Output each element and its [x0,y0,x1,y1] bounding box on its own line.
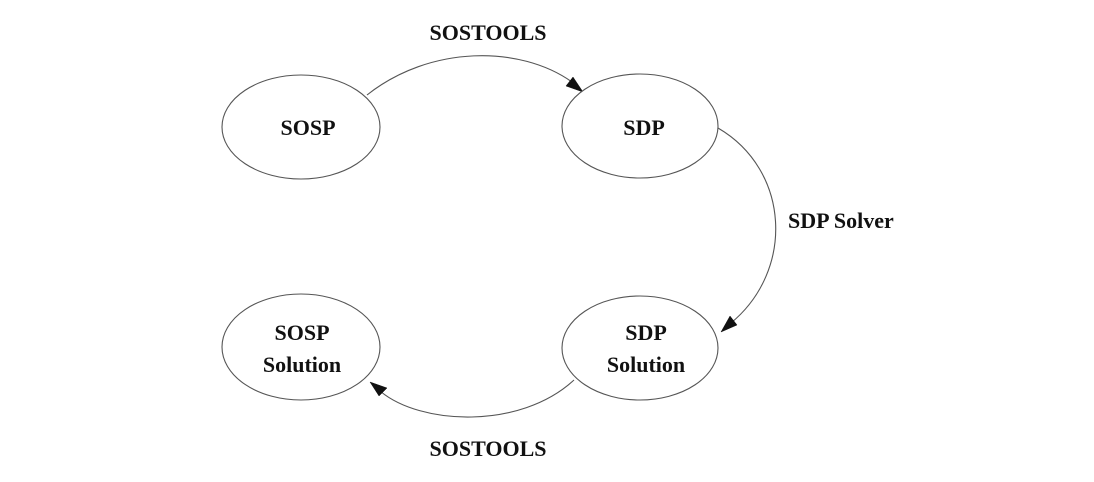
edge-line [379,379,575,418]
node-sdp-solution: SDP Solution [561,295,719,401]
node-sosp-solution: SOSP Solution [221,293,381,401]
node-ellipse [221,293,381,401]
edge-sdp-to-sdp-solution: SDP Solver [717,127,894,333]
node-label-line-1: SDP [625,320,667,345]
edge-sosp-to-sdp: SOSTOOLS [366,20,584,96]
node-ellipse [561,295,719,401]
node-label: SDP [623,115,665,140]
node-ellipse [561,73,719,179]
node-label-line-1: SOSP [274,320,329,345]
node-sdp: SDP [561,73,719,179]
arrowhead-icon [720,315,738,333]
arrowhead-icon [369,381,388,397]
edge-line [366,55,573,96]
node-label-line-2: Solution [263,352,341,377]
edge-sdp-solution-to-sosp-solution: SOSTOOLS [369,379,575,461]
edge-label-sdp-solver: SDP Solver [788,208,894,233]
node-label: SOSP [280,115,335,140]
node-label-line-2: Solution [607,352,685,377]
arrowhead-icon [565,76,584,93]
node-ellipse [221,74,381,180]
edge-label-sostools-bottom: SOSTOOLS [430,436,547,461]
edge-label-sostools-top: SOSTOOLS [430,20,547,45]
edge-line [717,127,777,324]
node-sosp: SOSP [221,74,381,180]
